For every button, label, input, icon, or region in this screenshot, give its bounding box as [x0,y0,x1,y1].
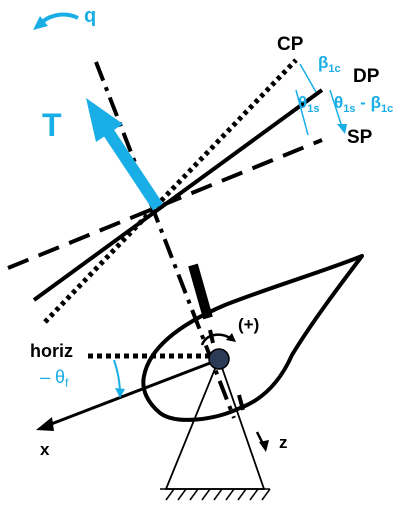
thrust-label: T [42,107,62,143]
horizontal-label: horiz [30,341,73,361]
disk-plane-label: DP [353,66,380,87]
pitch-angle-marker [113,359,125,398]
diff-separator: - [355,93,370,112]
curved-arrow-icon [33,12,79,30]
theta-1s-label: θ1s [298,93,319,115]
diff-beta-subscript: 1c [381,103,393,115]
disk-plane-line [32,88,324,302]
theta-symbol: θ [298,93,307,112]
rotor-mast [188,263,213,320]
positive-sense-arrow [200,333,236,346]
pitch-angle-subscript: f [65,376,69,390]
thrust-arrow [86,98,164,211]
flapping-angle-markers [295,63,347,136]
z-axis-label: z [279,433,288,452]
hub-tick-top [208,329,215,344]
x-axis-arrow [36,358,219,431]
hatched-ground-icon [160,488,271,501]
beta-subscript: 1c [328,63,340,75]
control-plane-label: CP [277,34,304,55]
fuselage-outline [141,254,364,422]
hub-tick-bottom [237,394,245,411]
diff-beta-symbol: β [371,93,381,112]
pitch-angle-label: – θf [40,367,69,390]
beta-1c-label: β1c [318,53,341,75]
support-pylon [164,356,266,490]
rotor-hub-icon [208,348,230,370]
positive-sense-label: (+) [238,315,259,334]
x-axis-label: x [40,440,50,459]
diff-theta-symbol: θ [334,93,343,112]
diff-theta-subscript: 1s [343,103,355,115]
theta-subscript: 1s [307,103,319,115]
z-axis-arrow [255,431,269,452]
theta-minus-beta-label: θ1s - β1c [334,93,393,115]
pitch-angle-prefix: – θ [40,367,65,387]
beta-symbol: β [318,53,328,72]
pitch-rate-label: q [84,5,96,27]
shaft-plane-label: SP [347,127,373,148]
control-plane-line [43,58,298,324]
